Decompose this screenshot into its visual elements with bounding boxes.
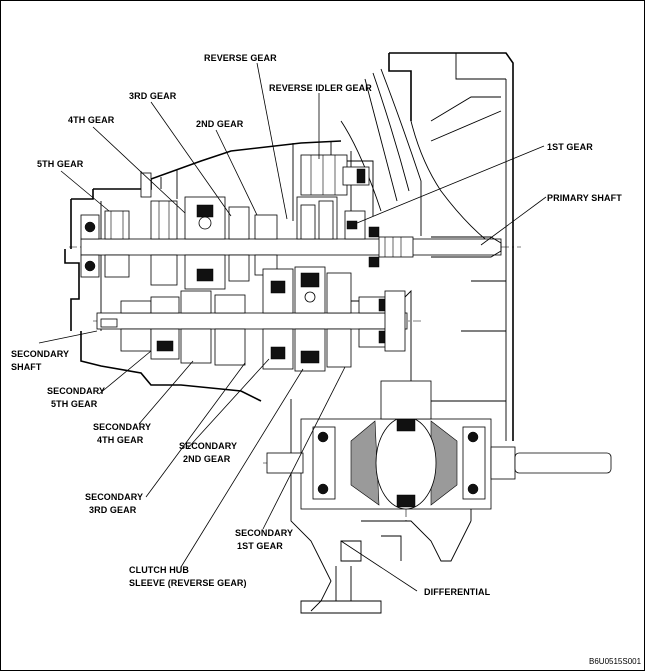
label-secondary-4th-line2: 4TH GEAR	[97, 435, 144, 445]
label-differential: DIFFERENTIAL	[424, 587, 491, 597]
primary-gears	[80, 196, 366, 290]
figure-code: B6U0515S001	[589, 657, 642, 666]
label-secondary-2nd-line1: SECONDARY	[179, 441, 237, 451]
secondary-shaft	[96, 266, 408, 372]
reverse-idler	[300, 154, 370, 196]
label-secondary-shaft-line1: SECONDARY	[11, 349, 69, 359]
label-secondary-4th-line1: SECONDARY	[93, 422, 151, 432]
label-secondary-1st-line2: 1ST GEAR	[237, 541, 283, 551]
clutch-housing	[340, 52, 514, 441]
labels: REVERSE GEAR REVERSE IDLER GEAR 3RD GEAR…	[11, 53, 642, 666]
label-clutch-hub-line2: SLEEVE (REVERSE GEAR)	[129, 578, 247, 588]
label-secondary-3rd-line2: 3RD GEAR	[89, 505, 137, 515]
label-3rd-gear: 3RD GEAR	[129, 91, 177, 101]
label-reverse-gear: REVERSE GEAR	[204, 53, 277, 63]
label-5th-gear: 5TH GEAR	[37, 159, 84, 169]
label-4th-gear: 4TH GEAR	[68, 115, 115, 125]
label-secondary-1st-line1: SECONDARY	[235, 528, 293, 538]
primary-shaft	[80, 226, 502, 268]
label-secondary-5th-line1: SECONDARY	[47, 386, 105, 396]
label-secondary-5th-line2: 5TH GEAR	[51, 399, 98, 409]
label-1st-gear: 1ST GEAR	[547, 142, 593, 152]
differential-assembly	[266, 380, 612, 510]
label-clutch-hub-line1: CLUTCH HUB	[129, 565, 189, 575]
label-reverse-idler-gear: REVERSE IDLER GEAR	[269, 83, 372, 93]
leader-lines	[38, 62, 547, 592]
label-primary-shaft: PRIMARY SHAFT	[547, 193, 622, 203]
label-secondary-2nd-line2: 2ND GEAR	[183, 454, 231, 464]
case-bolt	[140, 172, 152, 198]
label-2nd-gear: 2ND GEAR	[196, 119, 244, 129]
label-secondary-shaft-line2: SHAFT	[11, 362, 42, 372]
label-secondary-3rd-line1: SECONDARY	[85, 492, 143, 502]
